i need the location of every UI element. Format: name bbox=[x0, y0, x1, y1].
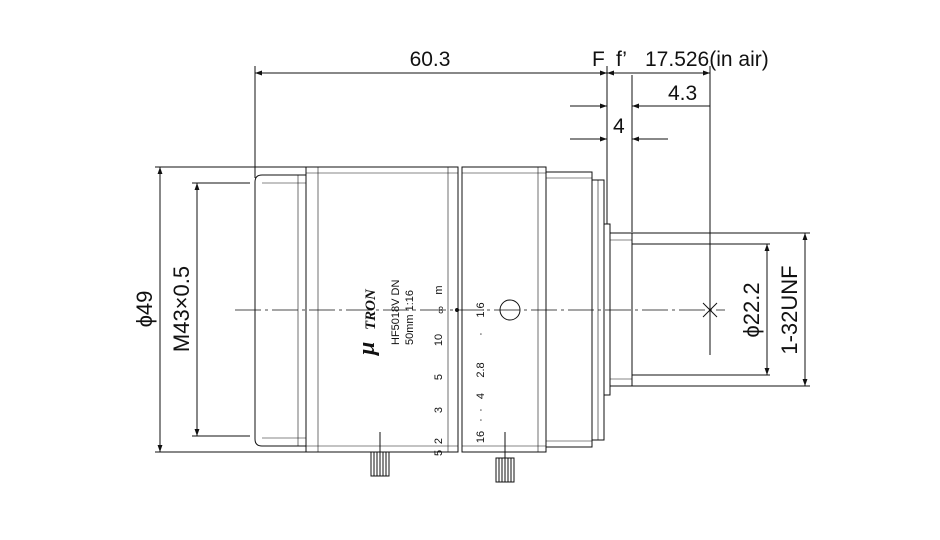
dimension-4: 4 bbox=[613, 115, 625, 138]
aperture-dot-2: · bbox=[475, 408, 487, 412]
aperture-dot-3: · bbox=[475, 332, 487, 336]
focus-barrel bbox=[305, 166, 459, 453]
mount-flange bbox=[603, 223, 611, 396]
flange-label: F bbox=[592, 48, 605, 71]
lens-body bbox=[254, 166, 633, 483]
focus-scale-10: 10 bbox=[433, 334, 445, 346]
aperture-barrel bbox=[461, 166, 547, 453]
focus-scale-3: 3 bbox=[433, 407, 445, 413]
filter-thread-dimension: M43×0.5 bbox=[169, 266, 194, 352]
focus-scale-unit: m bbox=[433, 285, 445, 294]
brand-mu: μ bbox=[354, 342, 380, 357]
focal-info: 50mm 1:16 bbox=[404, 290, 416, 345]
dimension-lines bbox=[155, 66, 810, 453]
focus-lock-screw bbox=[370, 432, 390, 477]
aperture-4: 4 bbox=[475, 393, 487, 399]
dimension-4-3: 4.3 bbox=[668, 82, 697, 105]
focus-scale-infinity: ∞ bbox=[435, 306, 447, 314]
rear-barrel bbox=[545, 171, 593, 448]
lens-markings: μ TRON HF5018V DN 50mm 1:16 5 2 3 5 10 ∞… bbox=[354, 280, 487, 456]
front-ring bbox=[254, 174, 307, 447]
focus-scale-5: 5 bbox=[433, 374, 445, 380]
brand-name: TRON bbox=[363, 288, 379, 330]
mount-diameter-dimension: ϕ22.2 bbox=[739, 282, 764, 337]
focal-label: f’ bbox=[616, 48, 627, 71]
aperture-2-8: 2.8 bbox=[475, 362, 487, 377]
model-name: HF5018V DN bbox=[390, 280, 402, 345]
c-mount-thread bbox=[609, 232, 633, 387]
focus-scale-2: 2 bbox=[433, 438, 445, 444]
back-focus-dimension: 17.526(in air) bbox=[645, 48, 769, 71]
aperture-1-6: 1.6 bbox=[475, 302, 487, 317]
length-dimension: 60.3 bbox=[410, 48, 451, 71]
aperture-16: 16 bbox=[475, 431, 487, 443]
iris-lock-screw bbox=[495, 432, 515, 483]
focus-scale-partial: 5 bbox=[433, 450, 445, 456]
aperture-dot-1: · bbox=[475, 418, 487, 422]
mount-thread-dimension: 1-32UNF bbox=[777, 265, 802, 354]
outer-diameter-dimension: ϕ49 bbox=[132, 291, 157, 328]
